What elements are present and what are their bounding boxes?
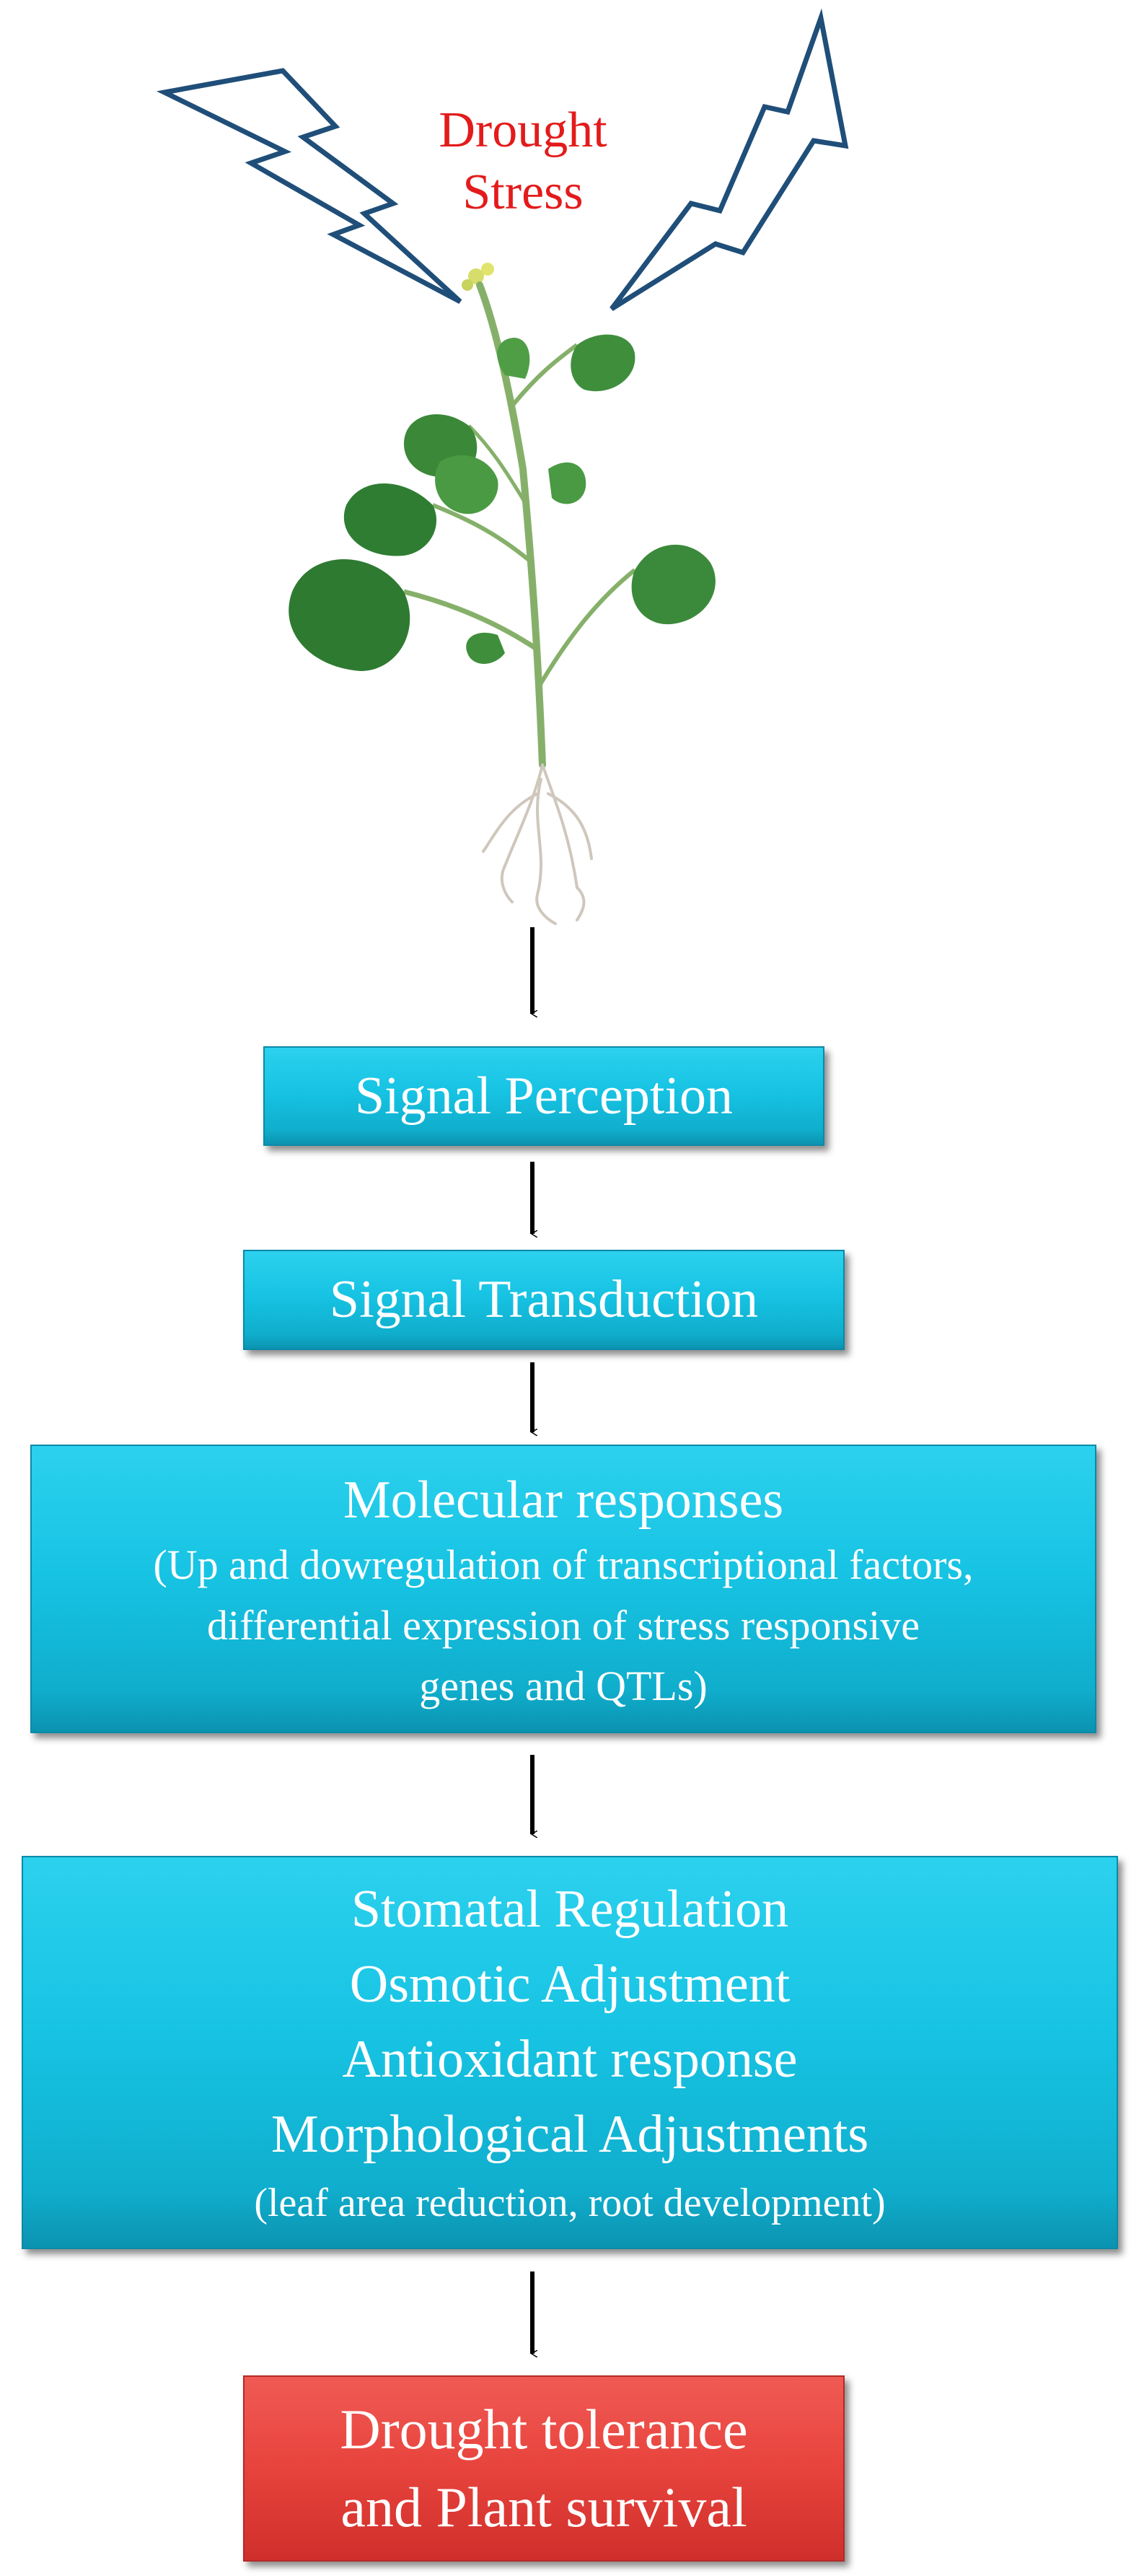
- molecular-responses-detail-2: differential expression of stress respon…: [207, 1602, 920, 1649]
- lightning-bolt-left-icon: [156, 68, 462, 305]
- signal-perception-box: Signal Perception: [263, 1046, 824, 1146]
- signal-transduction-box: Signal Transduction: [243, 1250, 845, 1350]
- molecular-responses-box: Molecular responses (Up and dowregulatio…: [30, 1445, 1096, 1733]
- molecular-responses-detail-1: (Up and dowregulation of transcriptional…: [153, 1541, 974, 1588]
- plant-illustration: [289, 263, 716, 925]
- stomatal-regulation-label: Stomatal Regulation: [351, 1879, 789, 1939]
- lightning-bolt-right-icon: [610, 8, 849, 311]
- drought-stress-line-2: Stress: [462, 165, 584, 220]
- osmotic-adjustment-label: Osmotic Adjustment: [349, 1954, 791, 2014]
- morphological-adjustments-label: Morphological Adjustments: [270, 2104, 869, 2164]
- outcome-line-2: and Plant survival: [340, 2476, 747, 2538]
- outcome-line-1: Drought tolerance: [340, 2398, 748, 2461]
- drought-stress-label: Drought Stress: [404, 100, 642, 224]
- signal-transduction-label: Signal Transduction: [329, 1270, 759, 1329]
- antioxidant-response-label: Antioxidant response: [342, 2029, 798, 2089]
- molecular-responses-detail-3: genes and QTLs): [419, 1662, 708, 1709]
- signal-perception-label: Signal Perception: [354, 1066, 734, 1126]
- outcome-box: Drought tolerance and Plant survival: [243, 2375, 845, 2562]
- morphological-adjustments-detail: (leaf area reduction, root development): [254, 2180, 886, 2225]
- physiological-adjustments-box: Stomatal Regulation Osmotic Adjustment A…: [22, 1856, 1118, 2249]
- molecular-responses-title: Molecular responses: [343, 1471, 784, 1530]
- drought-stress-line-1: Drought: [439, 102, 607, 158]
